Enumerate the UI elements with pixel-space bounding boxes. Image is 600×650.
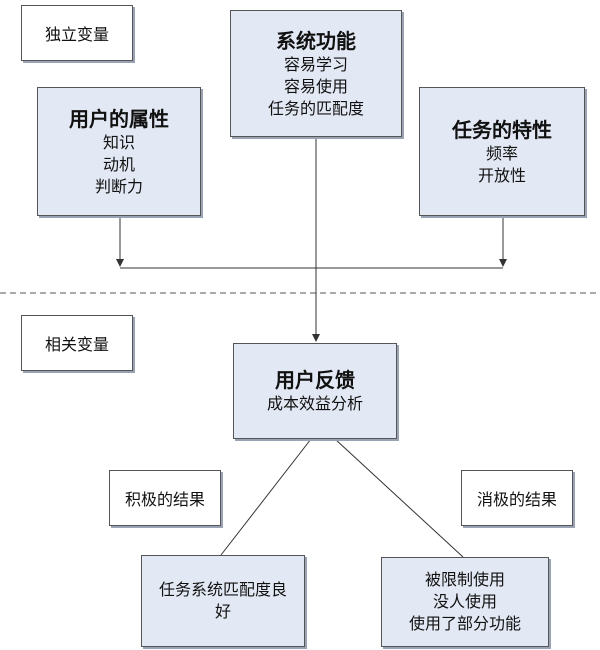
- independent-variable-label: 独立变量: [21, 5, 133, 61]
- system-function-item: 容易使用: [283, 76, 348, 96]
- task-characteristics-item: 开放性: [477, 165, 526, 185]
- user-attributes-item: 判断力: [94, 176, 143, 196]
- system-function-item: 容易学习: [283, 54, 348, 74]
- positive-outcome-label: 积极的结果: [109, 470, 221, 526]
- user-feedback-title: 用户反馈: [275, 368, 355, 392]
- feedback-to-positive-line: [220, 438, 312, 556]
- user-feedback-item: 成本效益分析: [266, 394, 363, 413]
- dependent-variable-label: 相关变量: [21, 315, 133, 371]
- negative-outcome-item: 没人使用: [432, 592, 497, 611]
- user-attributes-box: 用户的属性 知识 动机 判断力: [37, 87, 201, 216]
- negative-outcome-text: 消极的结果: [476, 490, 557, 509]
- user-attributes-title: 用户的属性: [69, 106, 169, 131]
- user-attributes-item: 知识: [102, 132, 135, 152]
- user-feedback-box: 用户反馈 成本效益分析: [233, 343, 397, 439]
- negative-outcome-item: 使用了部分功能: [408, 614, 521, 633]
- dependent-variable-text: 相关变量: [44, 335, 109, 354]
- negative-outcome-item: 被限制使用: [424, 570, 505, 589]
- feedback-to-negative-line: [334, 438, 464, 558]
- negative-outcome-box: 被限制使用 没人使用 使用了部分功能: [381, 557, 549, 647]
- system-function-box: 系统功能 容易学习 容易使用 任务的匹配度: [230, 10, 402, 137]
- positive-outcome-box: 任务系统匹配度良 好: [141, 555, 305, 647]
- system-function-title: 系统功能: [276, 28, 356, 53]
- system-function-item: 任务的匹配度: [267, 98, 364, 118]
- task-characteristics-title: 任务的特性: [452, 117, 552, 142]
- positive-outcome-item: 任务系统匹配度良: [158, 580, 287, 599]
- positive-outcome-item: 好: [214, 602, 231, 621]
- task-characteristics-item: 频率: [485, 143, 518, 163]
- negative-outcome-label: 消极的结果: [461, 470, 573, 526]
- positive-outcome-text: 积极的结果: [124, 490, 205, 509]
- user-attributes-item: 动机: [102, 154, 135, 174]
- independent-variable-text: 独立变量: [44, 25, 109, 44]
- task-characteristics-box: 任务的特性 频率 开放性: [419, 87, 585, 216]
